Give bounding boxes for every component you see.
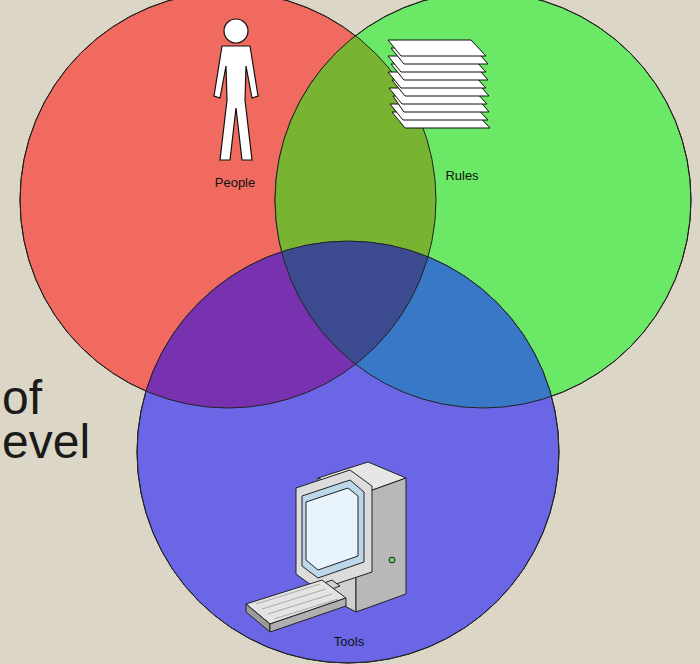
venn-circle: Tools (137, 241, 559, 663)
overlap-red-blue (137, 241, 559, 663)
circle-label: Tools (334, 634, 364, 649)
circle-outline (275, 0, 691, 408)
circle-shape (137, 241, 559, 663)
circle-outline (137, 241, 559, 663)
background-text: of (2, 374, 42, 422)
person-icon (214, 19, 258, 160)
circle-label: People (215, 175, 255, 190)
overlap-center (137, 241, 559, 663)
overlap-red-green (275, 0, 691, 408)
circle-outline (20, 0, 436, 408)
paper-stack-icon (388, 40, 490, 128)
background-text: evel (2, 418, 90, 466)
overlap-green-blue (137, 241, 559, 663)
computer-icon (246, 462, 406, 632)
circle-fill (137, 241, 559, 663)
circle-label: Rules (445, 168, 478, 183)
